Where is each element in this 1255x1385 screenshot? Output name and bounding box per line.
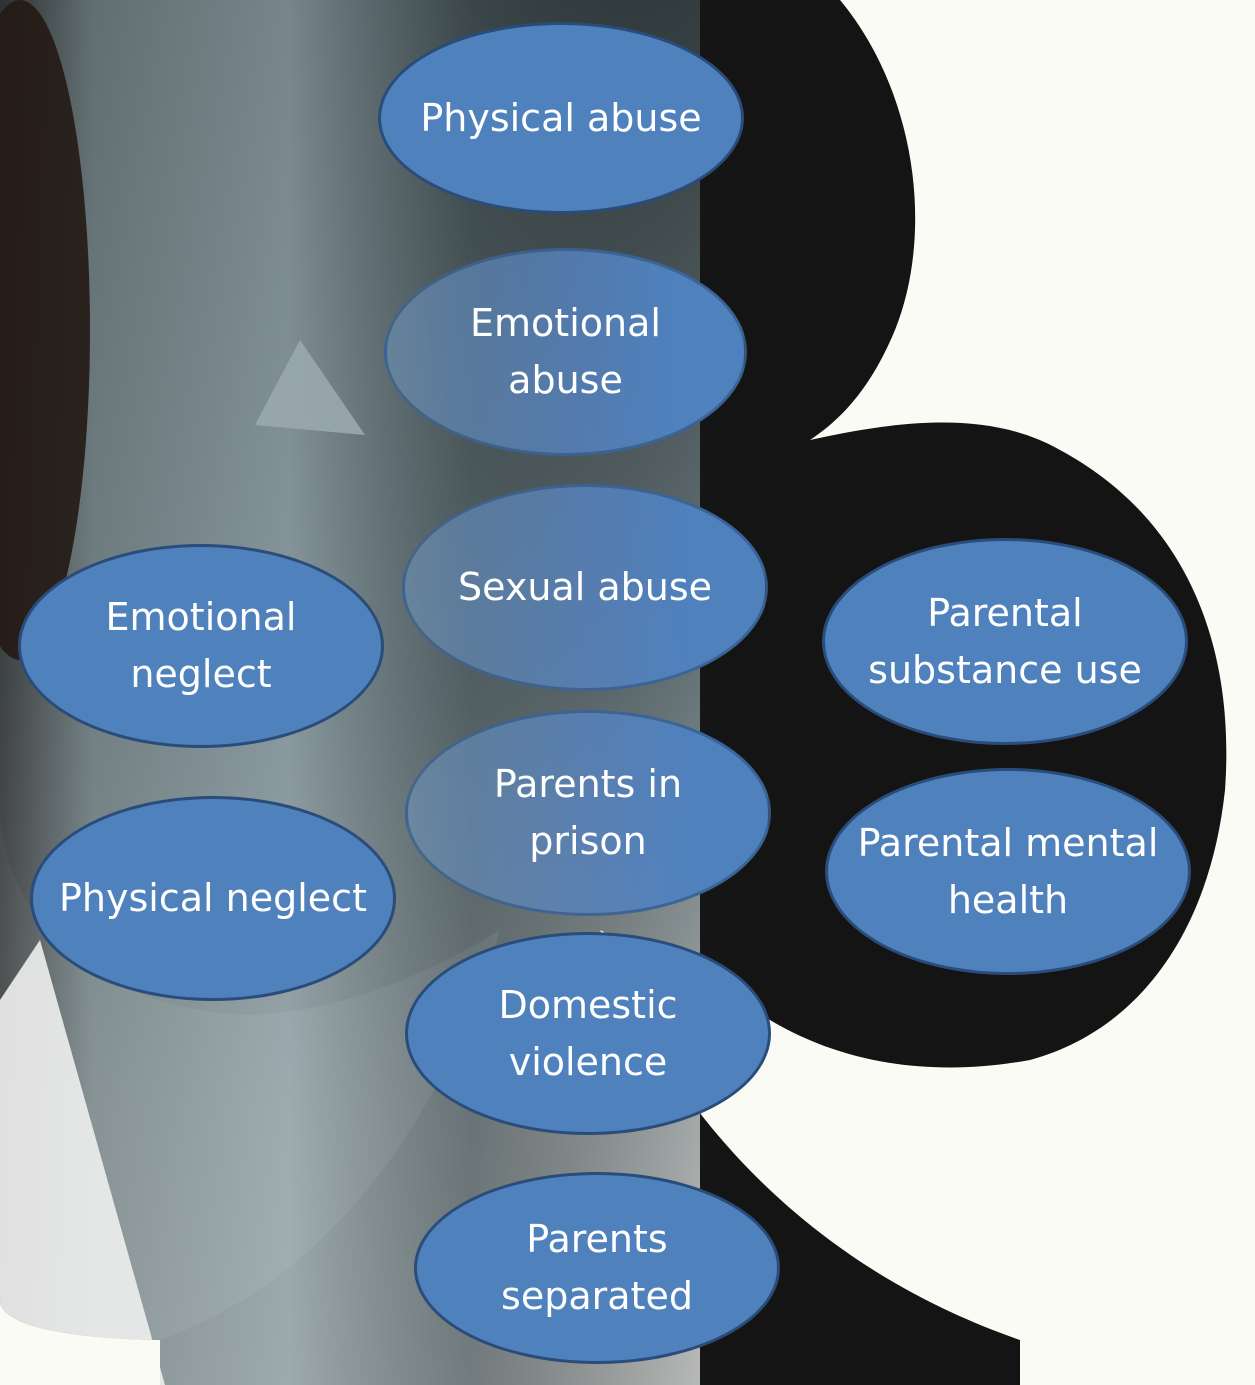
node-emotional-neglect: Emotional neglect xyxy=(18,544,384,748)
node-emotional-abuse: Emotional abuse xyxy=(384,248,747,456)
node-label: Emotional abuse xyxy=(470,301,661,402)
node-parents-in-prison: Parents in prison xyxy=(405,710,771,916)
node-label: Physical neglect xyxy=(59,876,367,920)
node-label: Parents separated xyxy=(501,1217,693,1318)
node-physical-abuse: Physical abuse xyxy=(378,22,744,214)
node-label: Physical abuse xyxy=(420,95,702,140)
node-parents-separated: Parents separated xyxy=(414,1172,780,1364)
node-label: Emotional neglect xyxy=(105,595,297,696)
node-label: Parental mental health xyxy=(857,820,1159,922)
node-sexual-abuse: Sexual abuse xyxy=(402,484,768,691)
node-label: Parental substance use xyxy=(868,590,1142,692)
node-domestic-violence: Domestic violence xyxy=(405,932,771,1135)
node-parental-mental-health: Parental mental health xyxy=(825,768,1191,975)
node-physical-neglect: Physical neglect xyxy=(30,796,396,1001)
node-label: Domestic violence xyxy=(498,982,678,1084)
node-label: Parents in prison xyxy=(493,762,683,863)
node-label: Sexual abuse xyxy=(458,565,712,609)
node-parental-substance-use: Parental substance use xyxy=(822,538,1188,745)
